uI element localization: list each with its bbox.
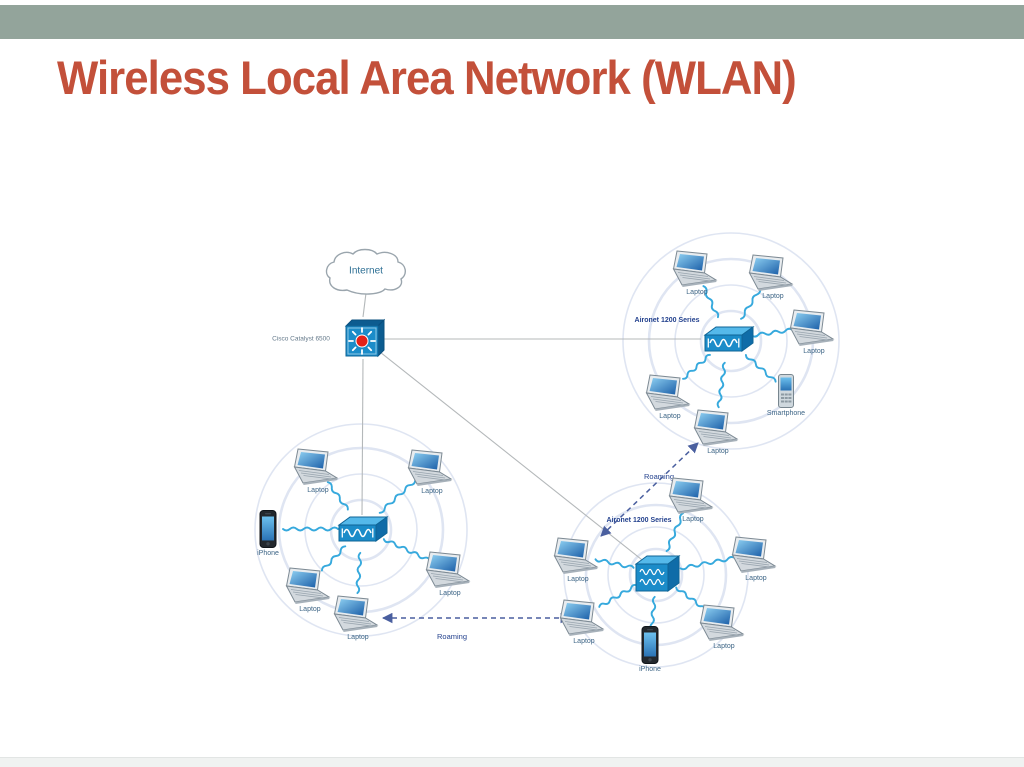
- internet-cloud: [322, 246, 410, 298]
- device-iphone: [639, 625, 661, 665]
- switch-label: Cisco Catalyst 6500: [272, 335, 330, 343]
- device-laptop: [404, 447, 456, 487]
- device-smartphone: [776, 373, 796, 409]
- device-laptop: [669, 248, 721, 288]
- device-label: Laptop: [573, 638, 595, 646]
- bottom-accent-bar: [0, 757, 1024, 767]
- device-label: Laptop: [659, 413, 681, 421]
- device-label: Laptop: [307, 487, 329, 495]
- access-point-icon: [703, 326, 755, 352]
- laptop-icon: [425, 551, 471, 588]
- access-point-icon: [634, 555, 681, 592]
- device-label: Laptop: [803, 348, 825, 356]
- iphone-icon: [259, 510, 277, 548]
- access-point-ap2: [334, 514, 390, 544]
- device-laptop: [696, 602, 748, 642]
- laptop-icon: [285, 567, 331, 604]
- device-label: Laptop: [682, 516, 704, 524]
- laptop-icon: [672, 250, 718, 287]
- laptop-icon: [748, 254, 794, 291]
- device-label: iPhone: [639, 666, 661, 674]
- access-point-label: Aironet 1200 Series: [606, 517, 672, 525]
- internet-label: Internet: [349, 265, 383, 277]
- device-label: Laptop: [745, 575, 767, 583]
- laptop-icon: [645, 374, 691, 411]
- roaming-label: Roaming: [436, 631, 468, 641]
- cisco-catalyst-switch: [341, 316, 386, 360]
- device-laptop: [728, 534, 780, 574]
- device-laptop: [290, 446, 342, 486]
- device-laptop: [422, 549, 474, 589]
- smartphone-icon: [778, 374, 794, 408]
- device-label: iPhone: [257, 550, 279, 558]
- device-label: Laptop: [421, 488, 443, 496]
- device-label: Laptop: [567, 576, 589, 584]
- laptop-icon: [789, 309, 835, 346]
- device-laptop: [642, 372, 694, 412]
- device-label: Smartphone: [766, 410, 806, 418]
- laptop-icon: [693, 409, 739, 446]
- roaming-label: Roaming: [643, 471, 675, 481]
- device-laptop: [690, 407, 742, 447]
- switch-icon: [344, 318, 386, 358]
- device-laptop: [745, 252, 797, 292]
- device-laptop: [330, 593, 382, 633]
- laptop-icon: [559, 599, 605, 636]
- laptop-icon: [668, 477, 714, 514]
- device-label: Laptop: [762, 293, 784, 301]
- top-accent-bar: [0, 5, 1024, 39]
- access-point-ap1: [700, 324, 756, 354]
- device-iphone: [257, 509, 279, 549]
- device-laptop: [786, 307, 838, 347]
- laptop-icon: [407, 449, 453, 486]
- laptop-icon: [699, 604, 745, 641]
- device-laptop: [282, 565, 334, 605]
- device-label: Laptop: [686, 289, 708, 297]
- device-laptop: [665, 475, 717, 515]
- access-point-icon: [337, 516, 389, 542]
- slide-title: Wireless Local Area Network (WLAN): [57, 51, 797, 104]
- device-laptop: [556, 597, 608, 637]
- device-label: Laptop: [299, 606, 321, 614]
- device-label: Laptop: [347, 634, 369, 642]
- laptop-icon: [553, 537, 599, 574]
- device-laptop: [550, 535, 602, 575]
- device-label: Laptop: [439, 590, 461, 598]
- laptop-icon: [293, 448, 339, 485]
- internet-cloud-icon: [325, 248, 406, 295]
- device-label: Laptop: [713, 643, 735, 651]
- laptop-icon: [731, 536, 777, 573]
- iphone-icon: [641, 626, 659, 664]
- laptop-icon: [333, 595, 379, 632]
- access-point-ap3: [632, 552, 682, 594]
- device-label: Laptop: [707, 448, 729, 456]
- access-point-label: Aironet 1200 Series: [634, 317, 700, 325]
